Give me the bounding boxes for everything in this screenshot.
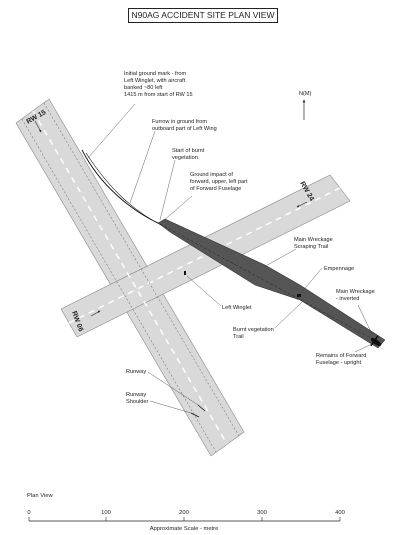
annotation-main-wreckage: Main Wreckage- inverted xyxy=(336,289,375,335)
scale-tick-label: 200 xyxy=(179,510,189,516)
rw15-direction-arrow xyxy=(34,120,42,133)
scale-tick-label: 100 xyxy=(101,510,111,516)
svg-text:Left Winglet: Left Winglet xyxy=(222,305,252,311)
scale-tick-label: 0 xyxy=(27,510,30,516)
scale-caption: Approximate Scale - metre xyxy=(150,526,219,532)
annotation-runway: Runway xyxy=(126,369,199,406)
shoulder-edge-west xyxy=(21,118,217,453)
north-label: N(M) xyxy=(299,91,312,97)
runway-06-24-strip xyxy=(60,174,351,338)
svg-text:Main Wreckage- inverted: Main Wreckage- inverted xyxy=(336,289,375,302)
svg-text:Runway: Runway xyxy=(126,369,146,375)
shoulder-edge-east xyxy=(43,102,240,437)
shoulder-marker xyxy=(190,412,200,418)
burnt-vegetation-trail-edge xyxy=(159,223,383,345)
annotation-empennage: Empennage xyxy=(300,266,354,294)
svg-text:Empennage: Empennage xyxy=(324,266,354,272)
rw24-direction-arrow xyxy=(296,201,308,208)
page-title: N90AG ACCIDENT SITE PLAN VIEW xyxy=(128,8,278,23)
left-winglet-symbol xyxy=(184,271,186,275)
annotation-left-winglet: Left Winglet xyxy=(186,275,252,311)
runway-15-centerline xyxy=(32,110,228,445)
plan-view-label: Plan View xyxy=(27,493,53,499)
rw06-direction-arrow xyxy=(90,310,101,317)
scale-tick-label: 300 xyxy=(257,510,267,516)
runway-marker xyxy=(197,404,206,412)
scale-bar: 0 100 200 300 400 Approximate Scale - me… xyxy=(27,510,344,532)
furrow-trail xyxy=(85,152,164,227)
empennage-symbol xyxy=(297,294,301,297)
scale-tick-label: 400 xyxy=(335,510,345,516)
main-wreckage-symbol xyxy=(370,335,382,347)
